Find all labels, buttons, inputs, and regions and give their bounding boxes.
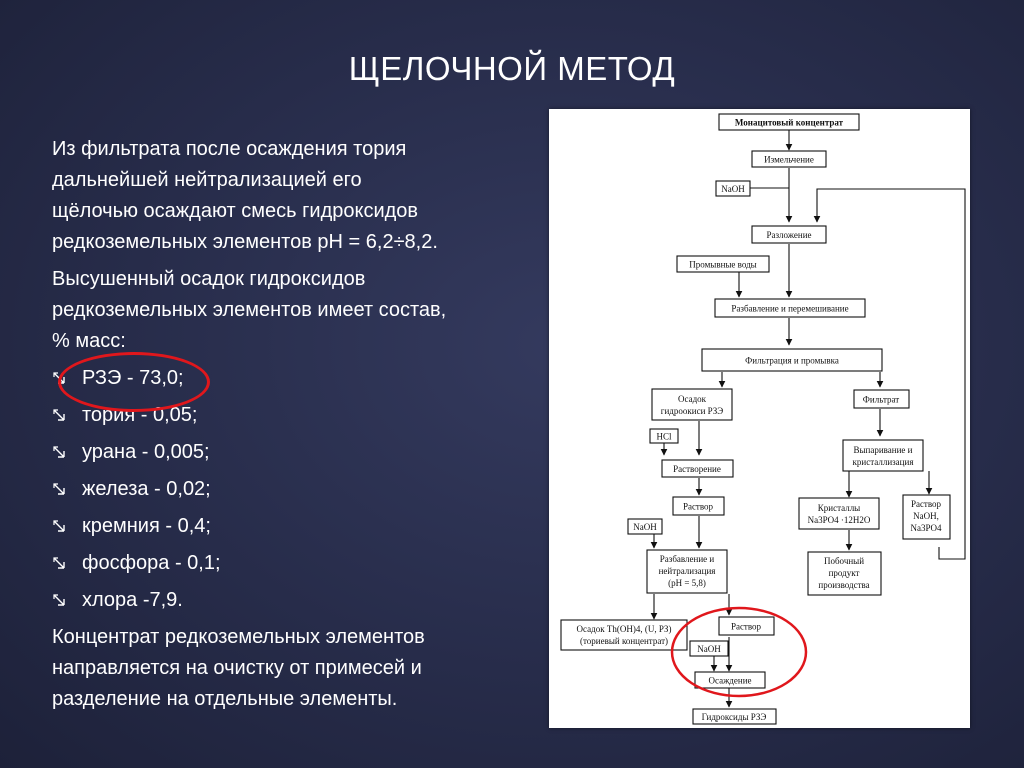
box-label: Na3PO4 ·12H2O bbox=[808, 515, 871, 525]
list-item-text: хлора -7,9. bbox=[82, 589, 183, 611]
highlight-ellipse bbox=[58, 352, 210, 412]
box-dissolution: Растворение bbox=[661, 459, 734, 478]
bullet-arrow-icon bbox=[52, 482, 66, 496]
bullet-arrow-icon bbox=[52, 519, 66, 533]
bullet-arrow-icon bbox=[52, 556, 66, 570]
box-label: гидроокиси РЗЭ bbox=[661, 406, 723, 416]
intro-line: дальнейшей нейтрализацией его bbox=[52, 169, 362, 191]
box-label: Разложение bbox=[766, 230, 811, 240]
intro-line: щёлочью осаждают смесь гидроксидов bbox=[52, 200, 419, 222]
box-label: Разбавление и перемешивание bbox=[731, 304, 848, 314]
box-evaporation: Выпаривание и кристаллизация bbox=[842, 439, 924, 472]
list-item-text: фосфора - 0,1; bbox=[82, 552, 221, 574]
box-label: Гидроксиды РЗЭ bbox=[702, 712, 767, 722]
box-solution-1: Раствор bbox=[672, 496, 725, 516]
box-label: Монацитовый концентрат bbox=[735, 118, 844, 128]
composition-line: редкоземельных элементов имеет состав, bbox=[52, 299, 447, 321]
box-label: Раствор bbox=[911, 499, 942, 509]
box-byproduct: Побочный продукт производства bbox=[807, 551, 882, 596]
box-label: Выпаривание и bbox=[854, 445, 913, 455]
box-solution-naoh: Раствор NaOH, Na3PO4 bbox=[902, 494, 951, 540]
box-label: Раствор bbox=[731, 622, 762, 632]
list-item: кремния - 0,4; bbox=[52, 511, 527, 542]
box-label: Осадок bbox=[678, 394, 707, 404]
box-naoh-2: NaOH bbox=[627, 518, 663, 535]
box-label: продукт bbox=[829, 568, 860, 578]
box-label: кристаллизация bbox=[853, 457, 914, 467]
list-item-text: урана - 0,005; bbox=[82, 441, 210, 463]
list-item: хлора -7,9. bbox=[52, 585, 527, 616]
box-label: Растворение bbox=[673, 464, 721, 474]
list-item: урана - 0,005; bbox=[52, 437, 527, 468]
box-label: Промывные воды bbox=[689, 260, 756, 270]
conclusion-line: Концентрат редкоземельных элементов bbox=[52, 626, 425, 648]
box-ree-hydroxides: Гидроксиды РЗЭ bbox=[692, 708, 777, 725]
box-label: NaOH, bbox=[913, 511, 939, 521]
composition-line: Высушенный осадок гидроксидов bbox=[52, 268, 366, 290]
box-label: NaOH bbox=[721, 184, 745, 194]
composition-list: РЗЭ - 73,0; тория - 0,05; урана - 0,005;… bbox=[52, 363, 527, 616]
box-label: Фильтрация и промывка bbox=[745, 356, 839, 366]
bullet-arrow-icon bbox=[52, 593, 66, 607]
intro-line: Из фильтрата после осаждения тория bbox=[52, 138, 407, 160]
box-ree-hydroxide-precipitate: Осадок гидроокиси РЗЭ bbox=[651, 388, 733, 421]
intro-paragraph: Из фильтрата после осаждения тория дальн… bbox=[52, 134, 527, 258]
bullet-arrow-icon bbox=[52, 445, 66, 459]
intro-line: редкоземельных элементов pH = 6,2÷8,2. bbox=[52, 231, 438, 253]
text-column: Из фильтрата после осаждения тория дальн… bbox=[52, 134, 527, 721]
box-label: Раствор bbox=[683, 502, 714, 512]
box-filtrate: Фильтрат bbox=[853, 389, 910, 409]
box-naoh-3: NaOH bbox=[689, 640, 729, 657]
box-label: Измельчение bbox=[764, 155, 814, 165]
conclusion-line: направляется на очистку от примесей и bbox=[52, 657, 422, 679]
conclusion-line: разделение на отдельные элементы. bbox=[52, 688, 398, 710]
box-thorium-precipitate: Осадок Th(OH)4, (U, РЗ) (ториевый концен… bbox=[560, 619, 688, 651]
box-label: NaOH bbox=[697, 644, 721, 654]
box-grinding: Измельчение bbox=[751, 150, 827, 168]
box-crystals: Кристаллы Na3PO4 ·12H2O bbox=[798, 497, 880, 530]
diagram-highlight-ellipse bbox=[670, 606, 808, 698]
conclusion-paragraph: Концентрат редкоземельных элементов напр… bbox=[52, 622, 527, 715]
box-label: Разбавление и bbox=[660, 554, 715, 564]
box-label: HCl bbox=[656, 432, 672, 442]
box-naoh-1: NaOH bbox=[715, 180, 751, 197]
list-item-text: железа - 0,02; bbox=[82, 478, 211, 500]
list-item-text: кремния - 0,4; bbox=[82, 515, 211, 537]
box-monazite: Монацитовый концентрат bbox=[718, 113, 860, 131]
box-filtration-washing: Фильтрация и промывка bbox=[701, 348, 883, 372]
box-label: Осаждение bbox=[708, 676, 751, 686]
box-precipitation: Осаждение bbox=[694, 671, 766, 689]
process-flowchart: Монацитовый концентрат Измельчение NaOH … bbox=[549, 109, 970, 728]
box-label: (ториевый концентрат) bbox=[580, 636, 668, 646]
box-solution-2: Раствор bbox=[718, 616, 775, 636]
slide-title: ЩЕЛОЧНОЙ МЕТОД bbox=[348, 50, 676, 87]
composition-line: % масс: bbox=[52, 330, 126, 352]
box-label: Побочный bbox=[824, 556, 864, 566]
list-item: фосфора - 0,1; bbox=[52, 548, 527, 579]
box-label: Осадок Th(OH)4, (U, РЗ) bbox=[577, 624, 672, 634]
box-label: NaOH bbox=[633, 522, 657, 532]
composition-paragraph: Высушенный осадок гидроксидов редкоземел… bbox=[52, 264, 527, 357]
box-label: (pH = 5,8) bbox=[668, 578, 706, 588]
box-dilution-neutralization: Разбавление и нейтрализация (pH = 5,8) bbox=[646, 549, 728, 594]
box-label: Фильтрат bbox=[863, 395, 899, 405]
box-hcl: HCl bbox=[649, 428, 679, 444]
box-label: производства bbox=[818, 580, 869, 590]
box-label: Кристаллы bbox=[818, 503, 860, 513]
box-dilution-mixing: Разбавление и перемешивание bbox=[714, 298, 866, 318]
list-item: железа - 0,02; bbox=[52, 474, 527, 505]
box-wash-water: Промывные воды bbox=[676, 255, 770, 273]
box-decomposition: Разложение bbox=[751, 225, 827, 244]
box-label: нейтрализация bbox=[659, 566, 716, 576]
bullet-arrow-icon bbox=[52, 408, 66, 422]
box-label: Na3PO4 bbox=[911, 523, 942, 533]
